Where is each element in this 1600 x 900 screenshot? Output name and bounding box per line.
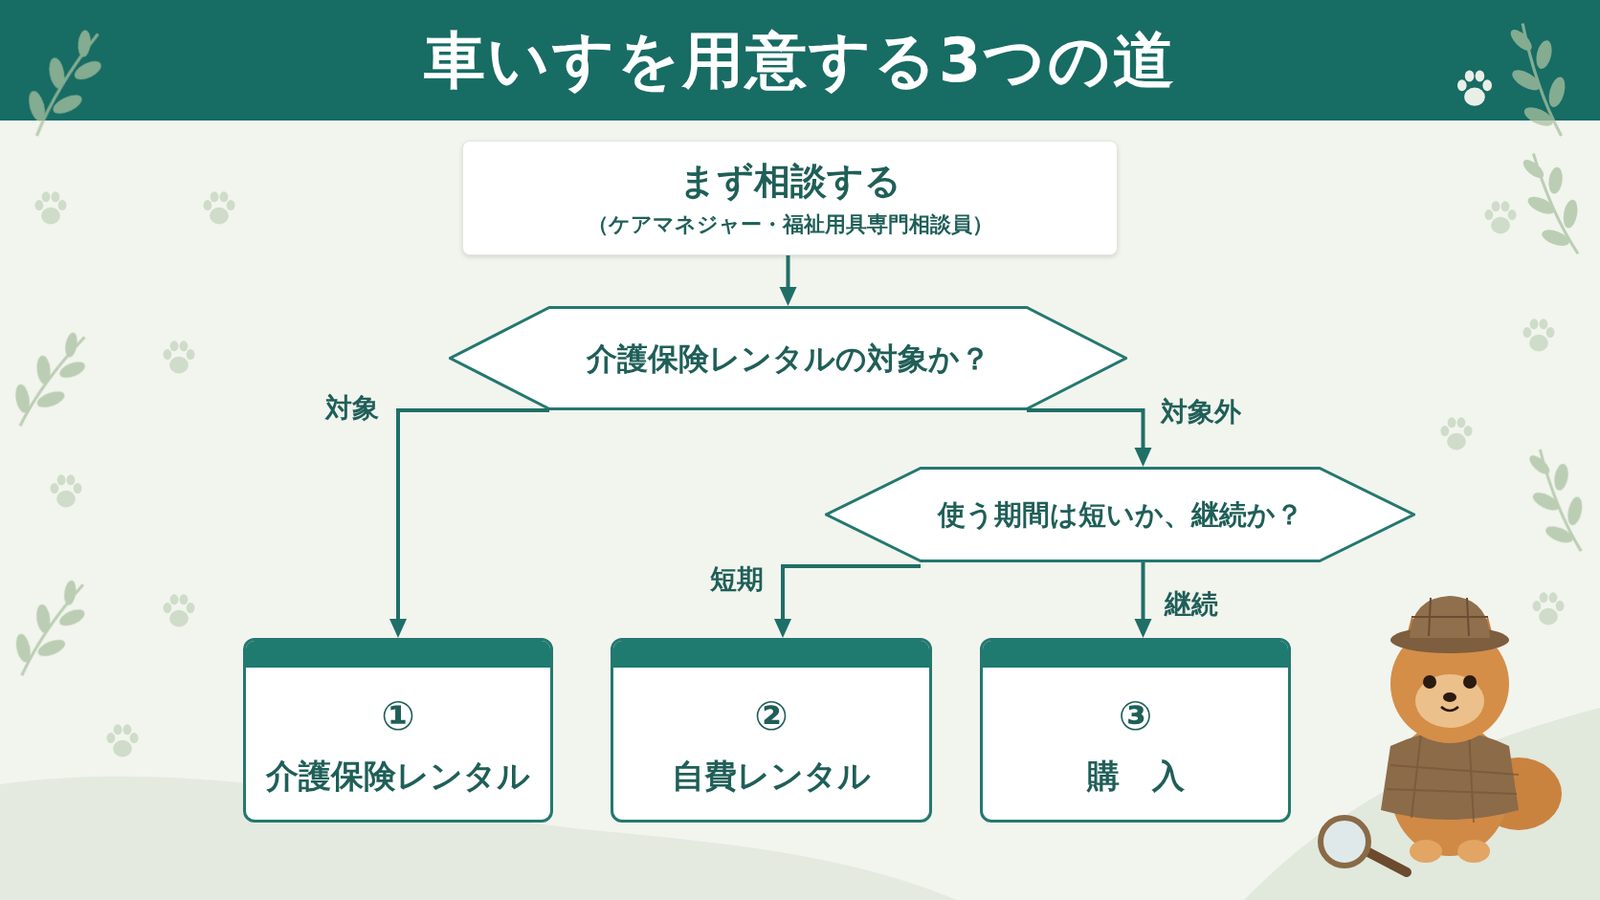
leaf-sprigs	[0, 14, 1600, 690]
edge-label: 対象	[325, 392, 379, 425]
card-header-strip	[245, 641, 551, 668]
dog-mouth	[1441, 707, 1459, 712]
hexagon-shape	[450, 308, 1127, 410]
result-card: ③ 購 入	[979, 638, 1291, 823]
text-stack: ① 介護保険レンタル	[245, 641, 551, 821]
paw-print	[1485, 200, 1517, 234]
paw-print	[203, 191, 236, 224]
hat-check	[1411, 598, 1489, 637]
result-label: 自費レンタル	[671, 755, 871, 798]
dog-head	[1390, 624, 1510, 744]
cape-check	[1386, 732, 1519, 823]
hexagon-shape	[826, 468, 1415, 562]
paw-print	[1533, 592, 1565, 625]
node-heading: まず相談する	[679, 158, 902, 205]
title-band	[0, 0, 1600, 121]
result-label: 購 入	[1087, 755, 1185, 798]
paw-print	[1523, 318, 1556, 352]
text-stack: まず相談する （ケアマネジャー・福祉用具専門相談員）	[463, 141, 1117, 255]
dog-eye	[1463, 675, 1477, 689]
text-stack: ② 自費レンタル	[613, 641, 930, 821]
result-card: ② 自費レンタル	[610, 638, 933, 823]
flow-arrow	[786, 255, 791, 297]
dog-nose	[1443, 692, 1457, 703]
callout-number: ②	[754, 691, 789, 743]
node-subtext: （ケアマネジャー・福祉用具専門相談員）	[587, 211, 994, 239]
edge-label: 継続	[1164, 588, 1219, 622]
hat-crown	[1409, 596, 1490, 639]
decision-hexagon: 介護保険レンタルの対象か？	[448, 306, 1128, 411]
ground-hill	[1244, 708, 1600, 900]
paw-print	[163, 340, 196, 374]
magnifying-glass	[1320, 818, 1407, 873]
paw-print	[1441, 417, 1473, 450]
flow-arrow	[1141, 562, 1146, 629]
result-card: ① 介護保険レンタル	[243, 638, 554, 823]
flow-arrow	[398, 410, 550, 629]
card-header-strip	[982, 641, 1289, 668]
text-stack: 介護保険レンタルの対象か？	[448, 306, 1128, 411]
process-box: まず相談する （ケアマネジャー・福祉用具専門相談員）	[462, 140, 1118, 256]
leaf-sprig	[0, 567, 101, 691]
flow-arrow	[1026, 410, 1144, 458]
card-header-strip	[613, 641, 930, 668]
paw-print	[107, 724, 139, 757]
leaf-sprig	[11, 16, 117, 150]
decision-text: 使う期間は短いか、継続か？	[937, 497, 1304, 533]
result-label: 介護保険レンタル	[266, 755, 531, 798]
text-stack: ③ 購 入	[982, 641, 1289, 821]
dog-face	[1415, 674, 1485, 729]
callout-number: ①	[380, 691, 416, 743]
dog-paw	[1457, 840, 1490, 864]
magnifier-lens	[1320, 818, 1369, 867]
leaf-sprig	[1486, 14, 1592, 148]
dog-eye	[1422, 675, 1437, 689]
paw-print	[1457, 70, 1492, 107]
detective-dog	[1380, 596, 1562, 864]
edge-label: 対象外	[1160, 396, 1242, 429]
leaf-sprig	[1507, 440, 1600, 564]
dog-paw	[1409, 840, 1443, 864]
leaf-sprig	[1500, 143, 1600, 267]
edge-label: 短期	[710, 563, 764, 597]
decision-hexagon: 使う期間は短いか、継続か？	[824, 466, 1416, 563]
text-stack: 使う期間は短いか、継続か？	[824, 466, 1416, 563]
paw-print	[163, 594, 196, 627]
paw-print	[35, 191, 67, 224]
title-text: 車いすを用意する3つの道	[0, 0, 1600, 121]
magnifier-handle	[1366, 851, 1407, 873]
flow-arrow	[782, 566, 921, 629]
dog-cape	[1380, 732, 1519, 821]
paw-print	[50, 474, 83, 508]
callout-number: ③	[1118, 691, 1154, 743]
leaf-sprig	[0, 318, 102, 443]
decision-text: 介護保険レンタルの対象か？	[586, 339, 991, 378]
